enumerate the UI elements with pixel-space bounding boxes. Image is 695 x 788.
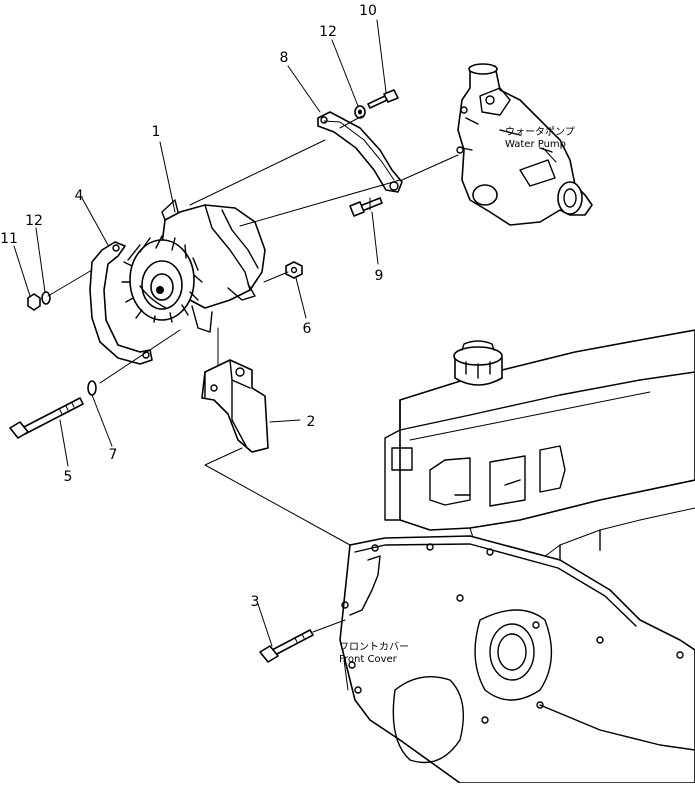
callout-3: 3 xyxy=(251,594,260,610)
front-cover-label-en: Front Cover xyxy=(339,654,398,665)
front-cover-label-jp: フロントカバー xyxy=(339,641,409,653)
nut-11 xyxy=(27,293,41,311)
mounting-bracket xyxy=(201,359,269,453)
callout-1: 1 xyxy=(152,124,161,140)
callout-11: 11 xyxy=(0,231,18,247)
callout-12-left: 12 xyxy=(25,213,43,229)
bolt-10 xyxy=(367,89,399,109)
bolt-9 xyxy=(349,197,383,217)
callout-9: 9 xyxy=(375,268,384,284)
leader-lines xyxy=(13,19,557,691)
bolt-5 xyxy=(9,397,84,439)
callout-7: 7 xyxy=(109,447,118,463)
callout-numbers: 1 2 3 4 5 6 7 8 9 10 11 12 12 xyxy=(0,3,383,610)
callout-12-upper: 12 xyxy=(319,24,337,40)
washer-12-upper xyxy=(354,105,366,119)
callout-6: 6 xyxy=(303,321,312,337)
front-cover xyxy=(339,535,695,784)
callout-2: 2 xyxy=(307,414,316,430)
callout-4: 4 xyxy=(75,188,84,204)
part-labels: ウォータポンプ Water Pump フロントカバー Front Cover xyxy=(339,126,575,665)
water-pump-label-en: Water Pump xyxy=(505,139,566,150)
bolt-3 xyxy=(259,629,314,663)
assembly-lines xyxy=(47,115,459,633)
engine-head xyxy=(384,329,695,561)
nut-6 xyxy=(285,261,303,279)
callout-10: 10 xyxy=(359,3,377,19)
water-pump xyxy=(456,63,593,226)
callout-5: 5 xyxy=(64,469,73,485)
alternator xyxy=(121,199,266,333)
washer-12-left xyxy=(41,291,51,305)
callout-8: 8 xyxy=(280,50,289,66)
washer-7 xyxy=(87,380,97,396)
water-pump-label-jp: ウォータポンプ xyxy=(505,126,575,138)
adjusting-bracket xyxy=(317,111,403,193)
